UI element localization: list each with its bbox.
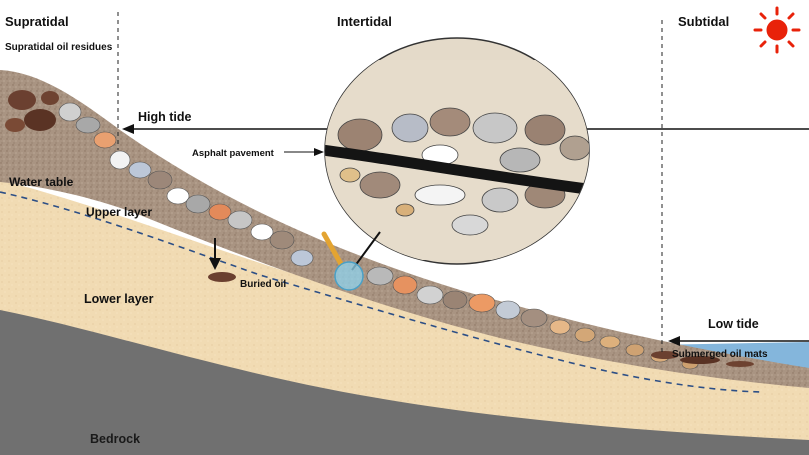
magnifier-lens <box>324 37 590 265</box>
magnifier-handle <box>321 231 344 267</box>
bedrock <box>0 310 809 455</box>
high-tide-arrowhead <box>122 124 134 134</box>
asphalt-band <box>325 144 589 196</box>
label-submerged-mats: Submerged oil mats <box>672 349 768 360</box>
label-supratidal: Supratidal <box>5 14 69 29</box>
buried-oil-blob <box>208 272 236 282</box>
label-low-tide: Low tide <box>708 317 759 331</box>
sun-icon <box>753 6 801 54</box>
asphalt-arrowhead <box>314 148 324 156</box>
label-high-tide: High tide <box>138 110 192 124</box>
label-buried-oil: Buried oil <box>240 279 286 290</box>
submerged-oil-mats <box>651 351 754 367</box>
magnifier-glass <box>334 261 364 291</box>
label-asphalt-pavement: Asphalt pavement <box>192 148 275 159</box>
low-tide-arrowhead <box>668 336 680 346</box>
label-intertidal: Intertidal <box>337 14 392 29</box>
upper-layer <box>0 70 809 388</box>
water-table-line <box>0 191 761 393</box>
label-bedrock: Bedrock <box>90 432 140 446</box>
label-water-table: Water table <box>9 175 74 189</box>
label-supratidal-residues: Supratidal oil residues <box>5 42 113 53</box>
supratidal-oil-residues <box>5 90 59 132</box>
label-upper-layer: Upper layer <box>86 205 152 219</box>
label-lower-layer: Lower layer <box>84 292 154 306</box>
label-subtidal: Subtidal <box>678 14 729 29</box>
buried-oil-arrowhead <box>209 258 221 270</box>
